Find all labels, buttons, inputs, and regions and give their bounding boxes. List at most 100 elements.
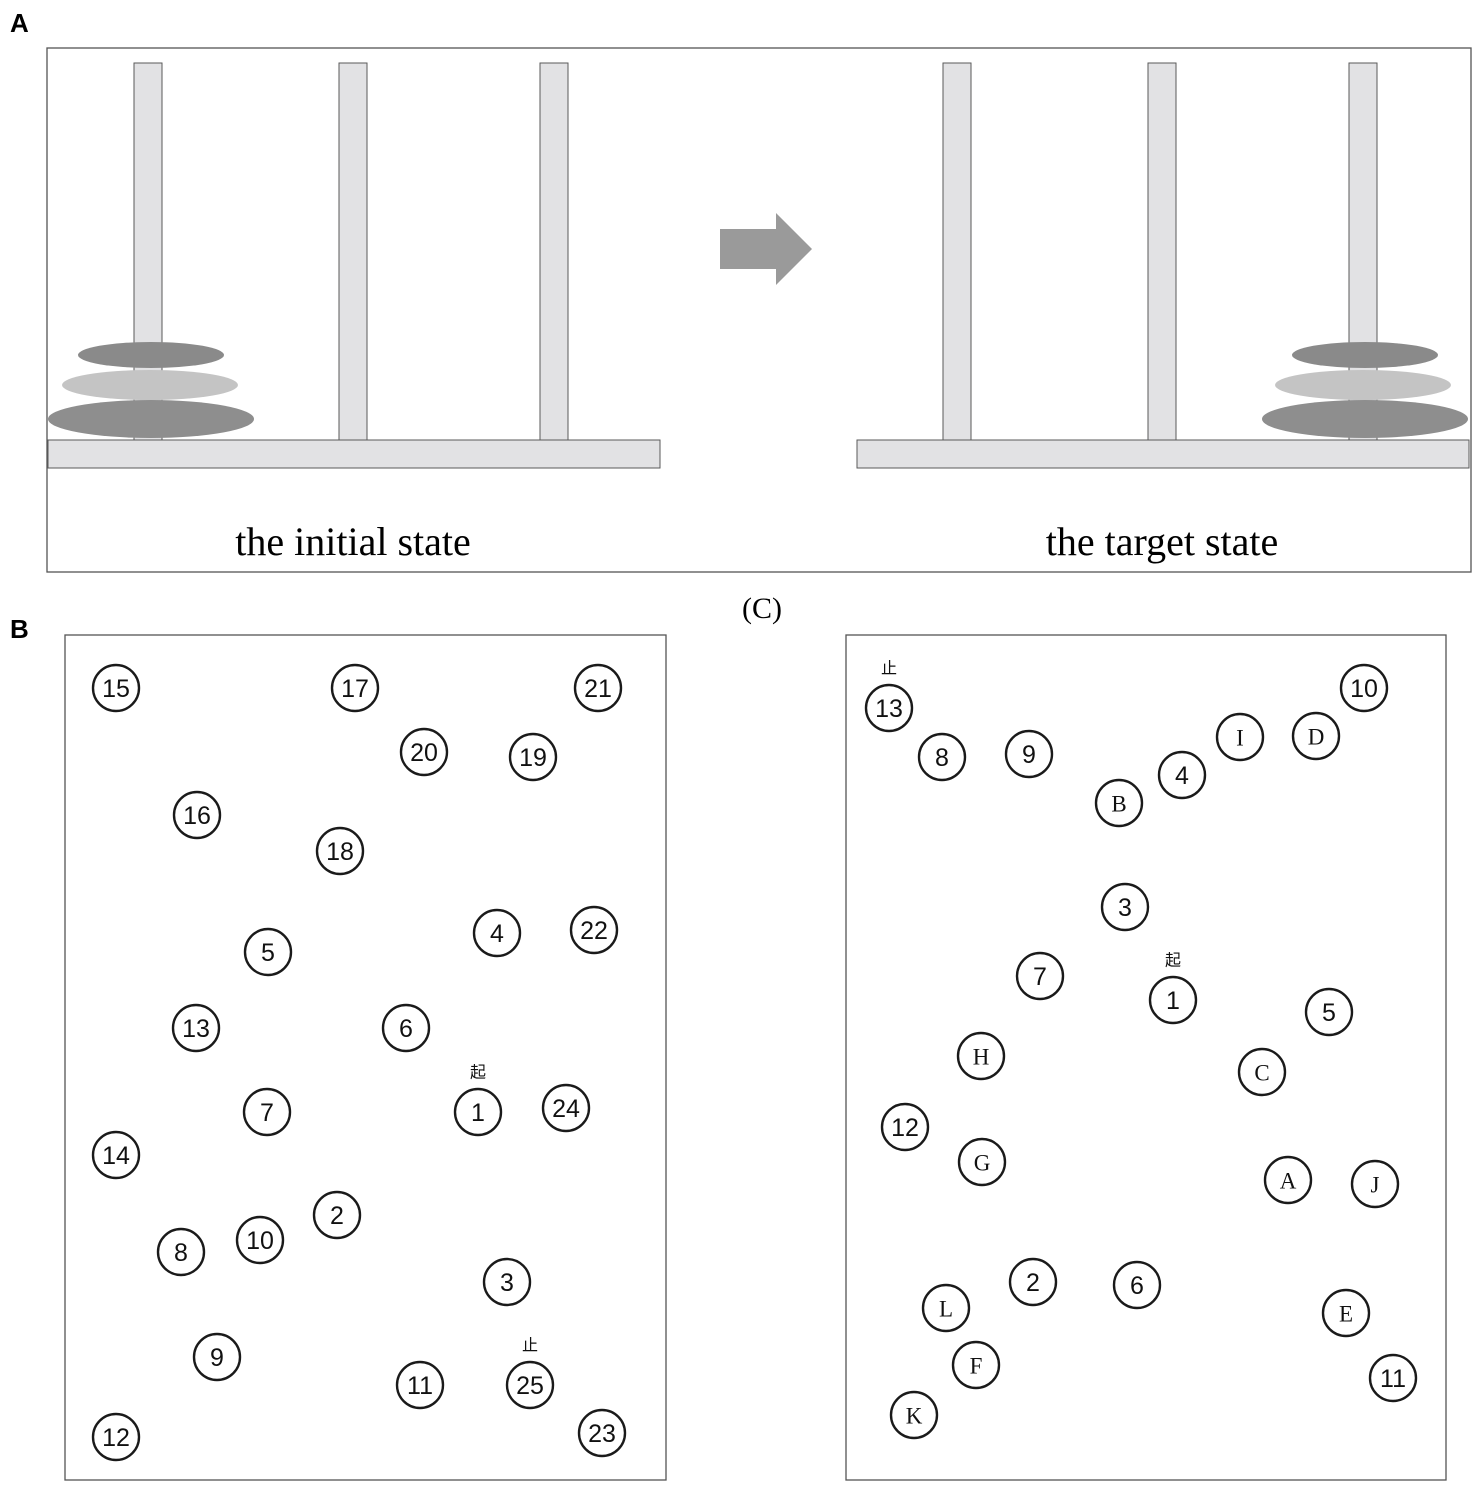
right-node-label: K	[906, 1404, 923, 1429]
right-node-circle	[889, 1390, 939, 1440]
initial-state-tower	[47, 62, 661, 469]
left-node-8: 8	[156, 1227, 206, 1277]
left-node-24: 24	[541, 1083, 591, 1133]
right-node-label: 3	[1118, 894, 1132, 922]
target-peg-left	[942, 62, 972, 444]
left-node-25: 25止	[505, 1336, 555, 1410]
left-node-16: 16	[172, 790, 222, 840]
right-node-circle	[1004, 729, 1054, 779]
right-node-circle	[1339, 663, 1389, 713]
right-node-label: F	[970, 1354, 983, 1379]
left-node-6: 6	[381, 1003, 431, 1053]
left-node-circle	[243, 927, 293, 977]
right-node-label: J	[1371, 1173, 1380, 1198]
left-node-circle	[577, 1408, 627, 1458]
left-node-label: 10	[246, 1227, 274, 1255]
right-node-circle	[956, 1031, 1006, 1081]
right-node-circle	[1094, 778, 1144, 828]
target-disk-large	[1262, 400, 1468, 438]
right-node-label: E	[1339, 1302, 1353, 1327]
left-node-label: 5	[261, 939, 275, 967]
left-node-label: 8	[174, 1239, 188, 1267]
left-node-13: 13	[171, 1003, 221, 1053]
right-node-label: C	[1254, 1061, 1269, 1086]
right-node-circle	[957, 1137, 1007, 1187]
left-node-1: 1起	[453, 1063, 503, 1137]
left-node-circle	[192, 1332, 242, 1382]
target-peg-middle	[1147, 62, 1177, 444]
target-base	[856, 439, 1470, 469]
right-node-5: 5	[1304, 987, 1354, 1037]
right-node-label: 8	[935, 744, 949, 772]
target-disk-small	[1292, 342, 1438, 368]
right-node-g: G	[957, 1137, 1007, 1187]
left-node-5: 5	[243, 927, 293, 977]
right-node-8: 8	[917, 732, 967, 782]
right-node-label: 10	[1350, 675, 1378, 703]
left-node-label: 3	[500, 1269, 514, 1297]
right-node-a: A	[1263, 1155, 1313, 1205]
right-node-label: D	[1308, 725, 1325, 750]
initial-peg-right	[539, 62, 569, 444]
right-node-label: H	[973, 1045, 990, 1070]
left-node-circle	[573, 663, 623, 713]
right-node-f: F	[951, 1340, 1001, 1390]
right-node-circle	[1304, 987, 1354, 1037]
left-node-18: 18	[315, 826, 365, 876]
initial-disk-large	[48, 400, 254, 438]
left-node-label: 9	[210, 1344, 224, 1372]
left-node-10: 10	[235, 1215, 285, 1265]
left-node-circle	[315, 826, 365, 876]
right-node-circle	[1368, 1353, 1418, 1403]
left-end-marker: 止	[522, 1336, 538, 1355]
right-node-circle	[951, 1340, 1001, 1390]
right-node-label: 6	[1130, 1272, 1144, 1300]
left-node-circle	[330, 663, 380, 713]
right-node-label: 5	[1322, 999, 1336, 1027]
right-node-i: I	[1215, 712, 1265, 762]
left-node-23: 23	[577, 1408, 627, 1458]
left-node-label: 2	[330, 1202, 344, 1230]
initial-disk-medium	[62, 370, 238, 400]
right-node-label: 12	[891, 1114, 919, 1142]
right-node-label: 13	[875, 695, 903, 723]
left-node-circle	[91, 1412, 141, 1462]
left-node-label: 4	[490, 920, 504, 948]
right-node-7: 7	[1015, 951, 1065, 1001]
right-node-12: 12	[880, 1102, 930, 1152]
target-state-caption: the target state	[1046, 519, 1279, 564]
right-node-10: 10	[1339, 663, 1389, 713]
left-node-7: 7	[242, 1087, 292, 1137]
panel-sub-caption: (C)	[742, 592, 782, 625]
left-node-17: 17	[330, 663, 380, 713]
left-node-circle	[381, 1003, 431, 1053]
right-node-circle	[1015, 951, 1065, 1001]
left-node-19: 19	[508, 732, 558, 782]
initial-peg-middle	[338, 62, 368, 444]
left-node-21: 21	[573, 663, 623, 713]
right-node-label: 7	[1033, 963, 1047, 991]
right-node-13: 13止	[864, 659, 914, 733]
right-node-label: 11	[1380, 1365, 1406, 1393]
left-node-9: 9	[192, 1332, 242, 1382]
right-node-circle	[880, 1102, 930, 1152]
right-node-circle	[1263, 1155, 1313, 1205]
right-node-c: C	[1237, 1047, 1287, 1097]
left-node-label: 16	[183, 802, 211, 830]
left-node-label: 15	[102, 675, 130, 703]
initial-base	[47, 439, 661, 469]
left-node-15: 15	[91, 663, 141, 713]
right-arrow-icon	[720, 213, 812, 285]
left-node-circle	[569, 905, 619, 955]
left-node-circle	[399, 727, 449, 777]
right-node-circle	[921, 1283, 971, 1333]
right-node-circle	[1148, 975, 1198, 1025]
right-node-circle	[1157, 750, 1207, 800]
right-node-circle	[1112, 1260, 1162, 1310]
left-node-circle	[541, 1083, 591, 1133]
left-node-circle	[156, 1227, 206, 1277]
left-node-12: 12	[91, 1412, 141, 1462]
left-node-circle	[395, 1360, 445, 1410]
